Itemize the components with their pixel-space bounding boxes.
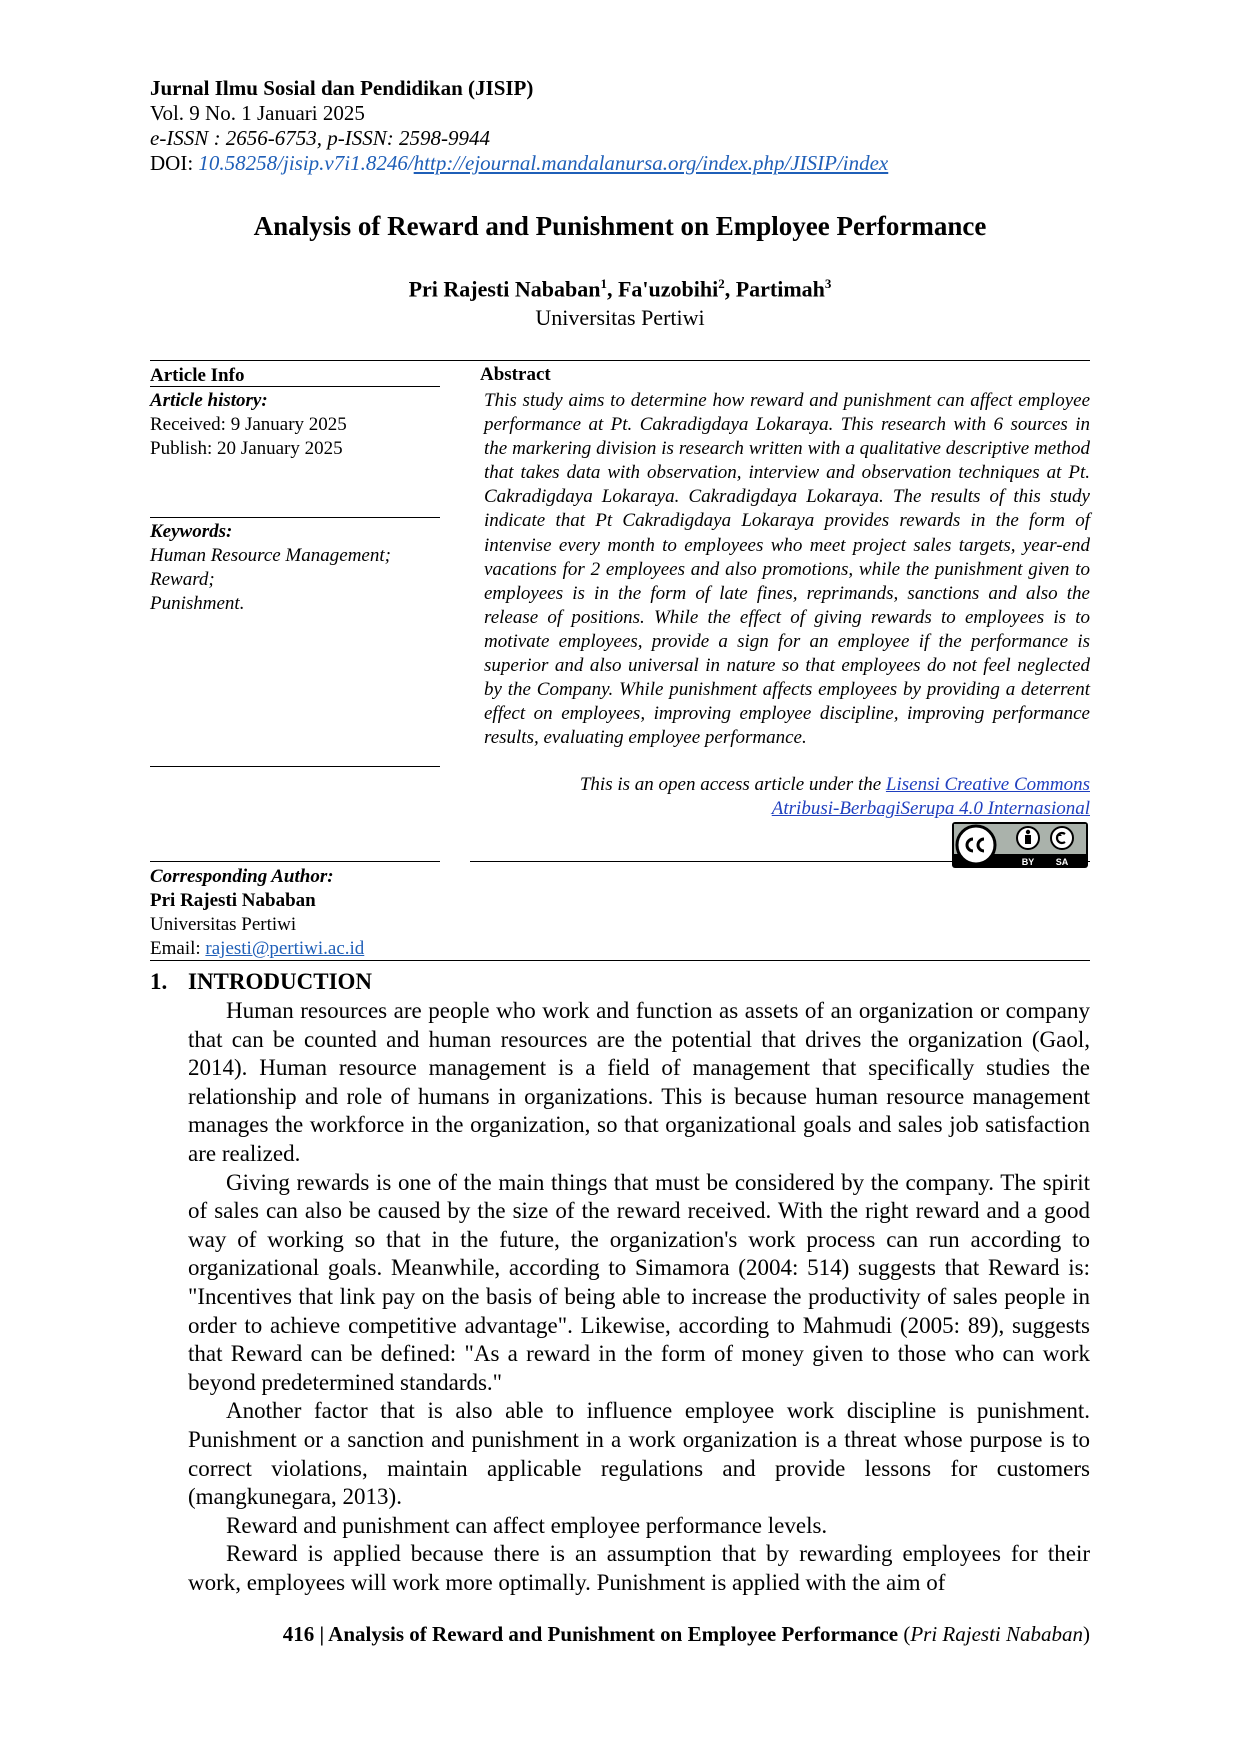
author-2-affil: 2 [718, 276, 725, 291]
body-paragraph: Another factor that is also able to infl… [188, 1398, 1090, 1510]
section-heading: 1. INTRODUCTION [150, 969, 372, 995]
keywords-rule [150, 517, 440, 518]
cc-by-sa-badge[interactable]: BY SA [952, 822, 1088, 868]
info-bottom-rule [150, 766, 440, 767]
footer-paren: ( [898, 1622, 911, 1646]
footer-title: Analysis of Reward and Punishment on Emp… [328, 1622, 899, 1646]
journal-issn: e-ISSN : 2656-6753, p-ISSN: 2598-9944 [150, 126, 491, 150]
doi-label: DOI: [150, 151, 199, 175]
keywords-block: Keywords: Human Resource Management; Rew… [150, 520, 391, 616]
author-separator: , [724, 276, 736, 302]
article-info-heading: Article Info [150, 365, 245, 386]
corresponding-label: Corresponding Author: [150, 866, 334, 887]
top-rule [150, 360, 1090, 361]
publish-date: Publish: 20 January 2025 [150, 438, 343, 459]
author-separator: , [606, 276, 618, 302]
by-icon [1016, 826, 1040, 850]
corresponding-email: Email: rajesti@pertiwi.ac.id [150, 937, 364, 961]
page-number: 416 [282, 1622, 315, 1646]
article-history: Article history: Received: 9 January 202… [150, 389, 347, 461]
abstract-bottom-rule [470, 861, 1090, 862]
cc-sa-text: SA [1056, 857, 1069, 867]
author-3: Partimah [735, 276, 825, 302]
author-list: Pri Rajesti Nababan1, Fa'uzobihi2, Parti… [150, 276, 1090, 302]
sa-icon [1050, 826, 1074, 850]
received-date: Received: 9 January 2025 [150, 414, 347, 435]
email-link[interactable]: rajesti@pertiwi.ac.id [205, 938, 365, 959]
body-paragraph: Giving rewards is one of the main things… [188, 1169, 1090, 1395]
section-title: INTRODUCTION [188, 969, 373, 994]
author-1: Pri Rajesti Nababan [408, 276, 601, 302]
cc-icon [955, 824, 997, 866]
paper-title: Analysis of Reward and Punishment on Emp… [253, 211, 987, 241]
footer-paren: ) [1083, 1622, 1090, 1646]
email-label: Email: [150, 938, 206, 959]
author-1-affil: 1 [600, 276, 607, 291]
body-paragraph: Human resources are people who work and … [188, 998, 1090, 1166]
info-heading-rule [150, 386, 440, 387]
corresponding-institution: Universitas Pertiwi [150, 914, 297, 935]
affiliation: Universitas Pertiwi [535, 305, 705, 330]
license-notice: This is an open access article under the… [484, 773, 1090, 821]
license-link[interactable]: Lisensi Creative Commons [885, 774, 1090, 795]
corresponding-rule [150, 861, 440, 862]
section-number: 1. [150, 969, 168, 994]
abstract-text: This study aims to determine how reward … [484, 390, 1090, 749]
doi-link[interactable]: 10.58258/jisip.v7i1.8246/ [198, 151, 414, 175]
corresponding-author-block: Corresponding Author: Pri Rajesti Nababa… [150, 865, 364, 961]
keyword-item: Punishment. [150, 593, 245, 614]
journal-name: Jurnal Ilmu Sosial dan Pendidikan (JISIP… [150, 76, 534, 100]
journal-header: Jurnal Ilmu Sosial dan Pendidikan (JISIP… [150, 76, 888, 176]
abstract-heading: Abstract [480, 364, 551, 385]
cc-by-text: BY [1022, 857, 1035, 867]
body-paragraph: Reward is applied because there is an as… [188, 1541, 1090, 1595]
author-3-affil: 3 [824, 276, 832, 291]
license-prefix: This is an open access article under the [579, 774, 886, 795]
journal-url-link[interactable]: http://ejournal.mandalanursa.org/index.p… [413, 151, 889, 175]
corresponding-name: Pri Rajesti Nababan [150, 890, 316, 911]
keyword-item: Reward; [150, 569, 215, 590]
page-footer: 416 | Analysis of Reward and Punishment … [150, 1622, 1090, 1647]
history-label: Article history: [150, 390, 268, 411]
introduction-body: Human resources are people who work and … [188, 997, 1090, 1597]
cc-badge-graphic: BY SA [954, 824, 1086, 867]
license-link-2[interactable]: Atribusi-BerbagiSerupa 4.0 Internasional [771, 798, 1090, 819]
section-rule [150, 960, 1090, 961]
keywords-label: Keywords: [150, 521, 233, 542]
footer-author: Pri Rajesti Nababan [910, 1622, 1083, 1646]
author-2: Fa'uzobihi [617, 276, 719, 302]
footer-separator: | [314, 1622, 329, 1646]
body-paragraph: Reward and punishment can affect employe… [226, 1512, 828, 1538]
keyword-item: Human Resource Management; [150, 545, 391, 566]
journal-volume: Vol. 9 No. 1 Januari 2025 [150, 101, 365, 125]
journal-doi: DOI: 10.58258/jisip.v7i1.8246/http://ejo… [150, 151, 888, 176]
